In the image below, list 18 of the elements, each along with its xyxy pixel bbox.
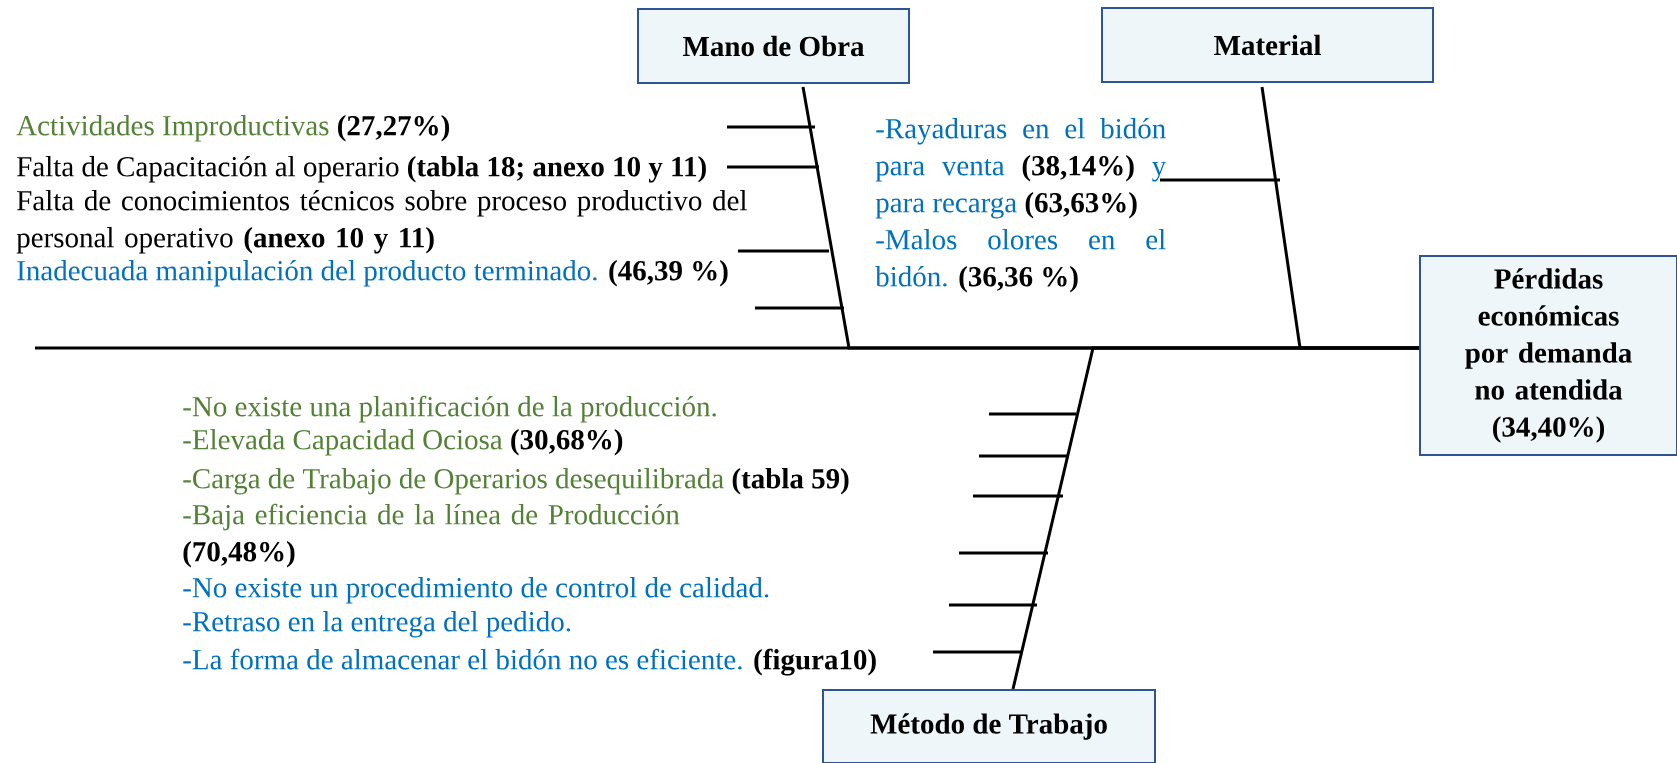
effect-box: Pérdidas económicas por demanda no atendida (34,40%) [1419, 255, 1677, 456]
cause-text: -La forma de almacenar el bidón no es eficiente. (figura10) [183, 648, 876, 676]
cause-text: -Elevada Capacidad Ociosa (30,68%) [183, 429, 623, 456]
cause-text: -Malos olores en el bidón. (36,36 %) [875, 229, 1166, 293]
cause-text: Falta de Capacitación al operario (tabla 18; anexo 10 y 11) [17, 156, 706, 183]
cause-text: Falta de conocimientos técnicos sobre proceso productivo del personal operativo (anexo 10 y 11) [16, 190, 747, 254]
cause-text: -No existe una planificación de la producción. [183, 395, 716, 423]
category-box: Mano de Obra [637, 8, 910, 84]
cause-text: -Baja eficiencia de la línea de Producción (70,48%) [183, 503, 680, 568]
cause-text: Inadecuada manipulación del producto terminado. (46,39 %) [17, 260, 728, 287]
category-box: Método de Trabajo [822, 689, 1156, 763]
cause-text: -No existe un procedimiento de control de calidad. [183, 577, 769, 604]
cause-text: -Retraso en la entrega del pedido. [183, 611, 571, 638]
cause-text: -Carga de Trabajo de Operarios desequilibrada (tabla 59) [183, 468, 849, 495]
category-box: Material [1101, 7, 1434, 83]
spine-line [35, 346, 1419, 350]
cause-text: Actividades Improductivas (27,27%) [16, 115, 449, 142]
cause-text: -Rayaduras en el bidón para venta (38,14%) y para recarga (63,63%) [875, 118, 1167, 219]
